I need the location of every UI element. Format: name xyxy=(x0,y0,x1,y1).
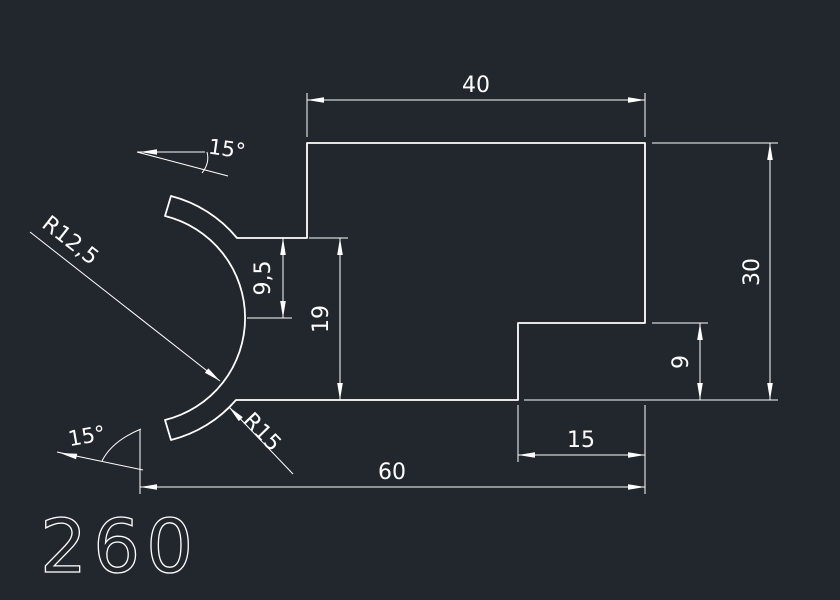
dim-label-inner-radius: R12,5 xyxy=(37,211,103,270)
dim-label-notch-width: 15 xyxy=(567,428,595,453)
dim-label-center-offset: 9,5 xyxy=(251,261,276,296)
dimension-notch-width: 15 xyxy=(517,405,646,494)
drawing-number: 260 xyxy=(40,504,199,590)
dim-label-top-angle: 15° xyxy=(207,135,247,164)
dim-label-total-width: 60 xyxy=(378,460,406,485)
dimension-notch-height: 9 xyxy=(652,322,708,400)
dim-label-right-height: 30 xyxy=(740,258,765,286)
part-outline xyxy=(164,142,646,441)
dimension-bottom-angle: 15° xyxy=(56,421,144,471)
dim-label-left-height: 19 xyxy=(309,305,334,333)
dimension-top-width: 40 xyxy=(306,73,646,137)
dimension-top-angle: 15° xyxy=(136,135,247,177)
dimension-total-width: 60 xyxy=(139,430,645,494)
dimension-center-offset: 9,5 xyxy=(247,238,292,319)
dimension-outer-radius: R15 xyxy=(226,405,294,475)
dimension-left-height: 19 xyxy=(309,237,348,400)
dimension-inner-radius: R12,5 xyxy=(29,211,222,384)
dim-label-notch-height: 9 xyxy=(669,355,694,369)
dim-label-bottom-angle: 15° xyxy=(66,421,107,451)
dim-label-top-width: 40 xyxy=(462,73,490,98)
dimension-right-height: 30 xyxy=(524,142,778,401)
dim-label-outer-radius: R15 xyxy=(238,408,286,457)
